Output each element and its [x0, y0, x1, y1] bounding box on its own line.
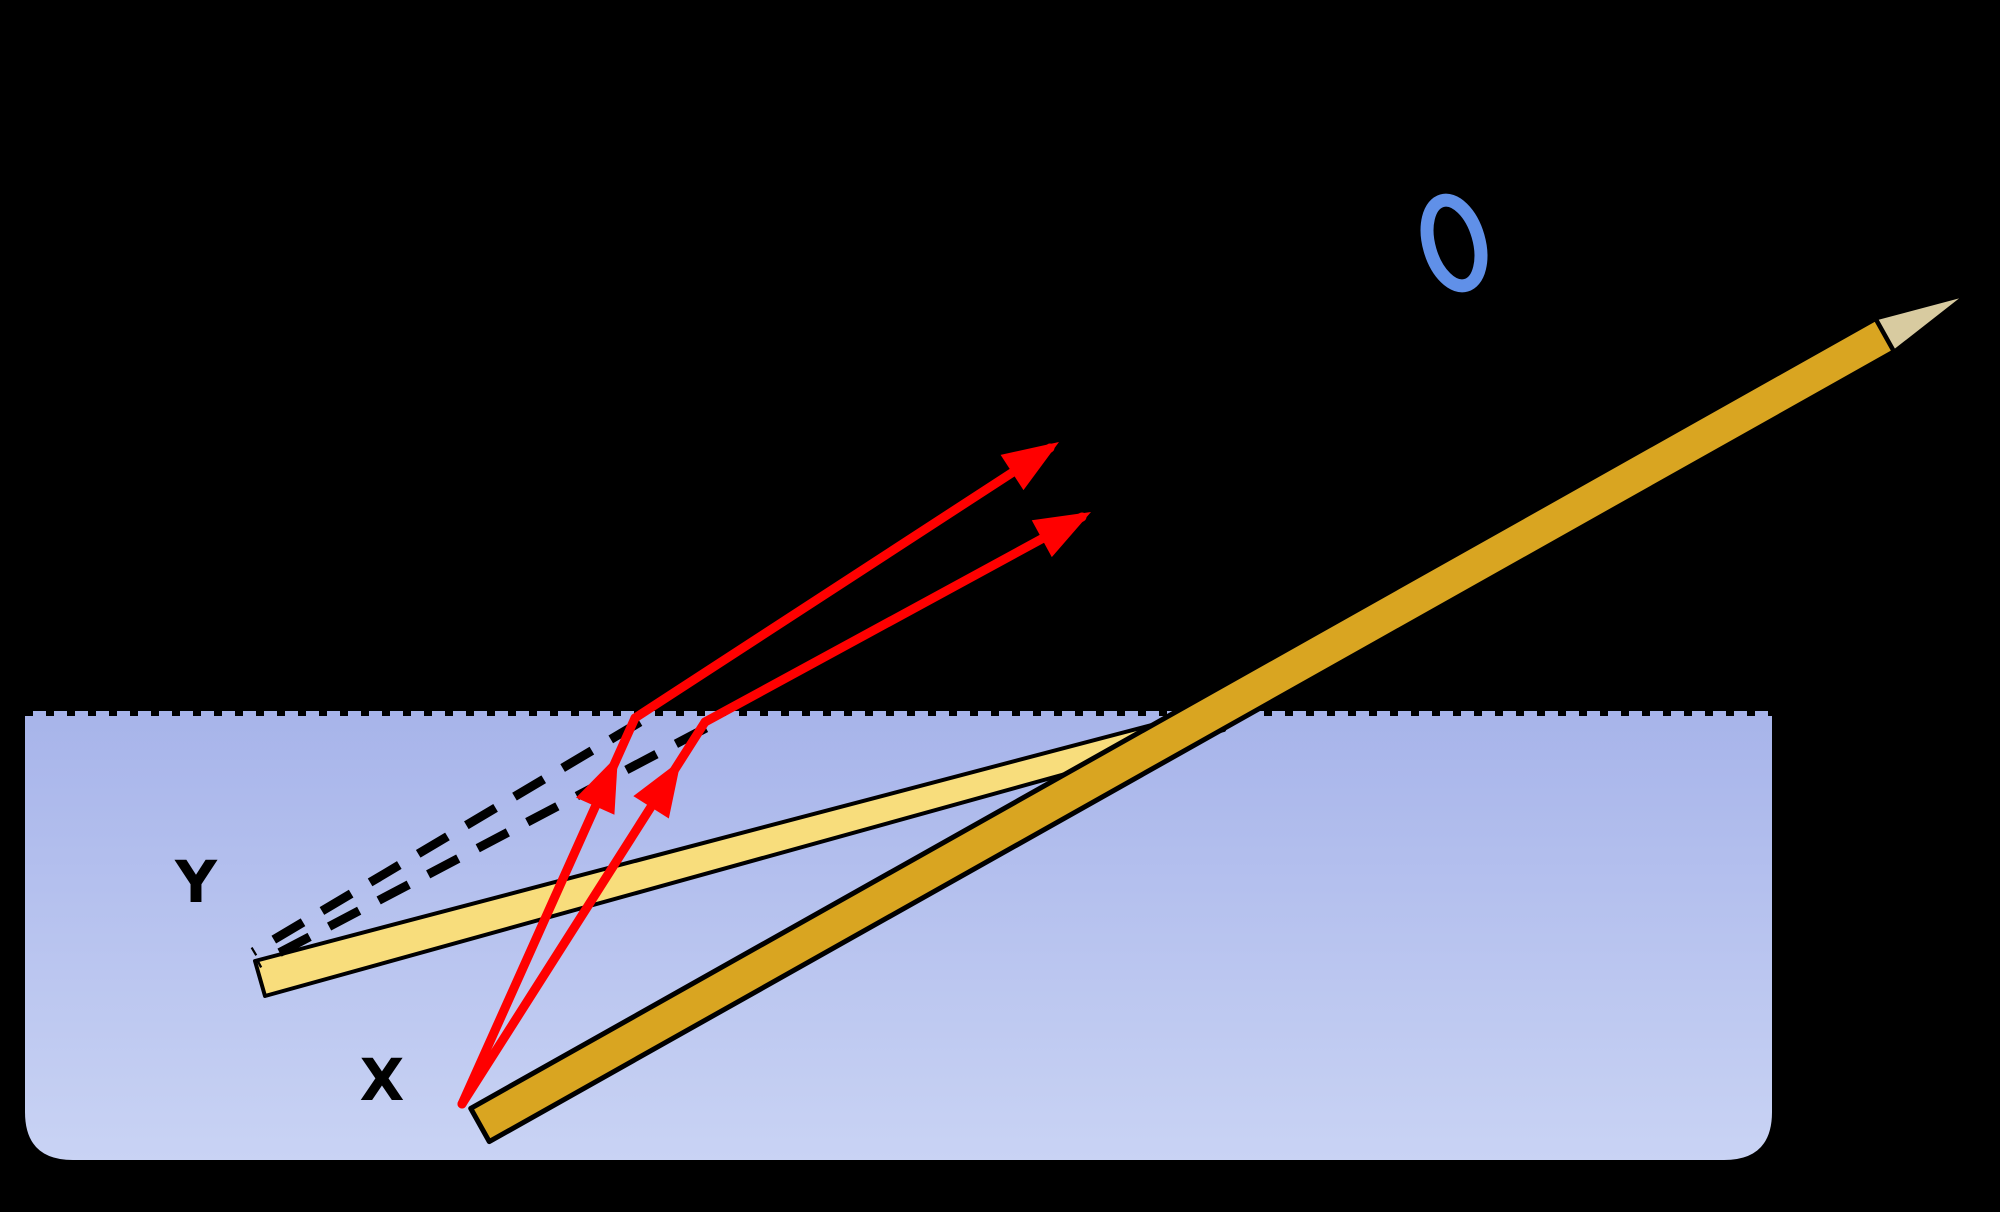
ray-arrowhead-2-top [1031, 512, 1091, 558]
pencil-wood-tip [1873, 292, 1970, 354]
eye-icon [1420, 193, 1488, 293]
light-ray-1-refracted [630, 443, 1055, 723]
water [25, 711, 1772, 1160]
apparent-ray-dashed-1 [250, 718, 643, 956]
label-apparent-tip: Y [174, 848, 218, 916]
light-ray-2-refracted [700, 512, 1087, 727]
ray-arrowhead-2-underwater [633, 760, 681, 819]
ray-arrowhead-1-top [1000, 442, 1059, 491]
label-actual-tip: X [360, 1046, 405, 1114]
apparent-ray-dashed-2 [255, 724, 709, 968]
ray-arrowhead-1-underwater [576, 755, 618, 815]
